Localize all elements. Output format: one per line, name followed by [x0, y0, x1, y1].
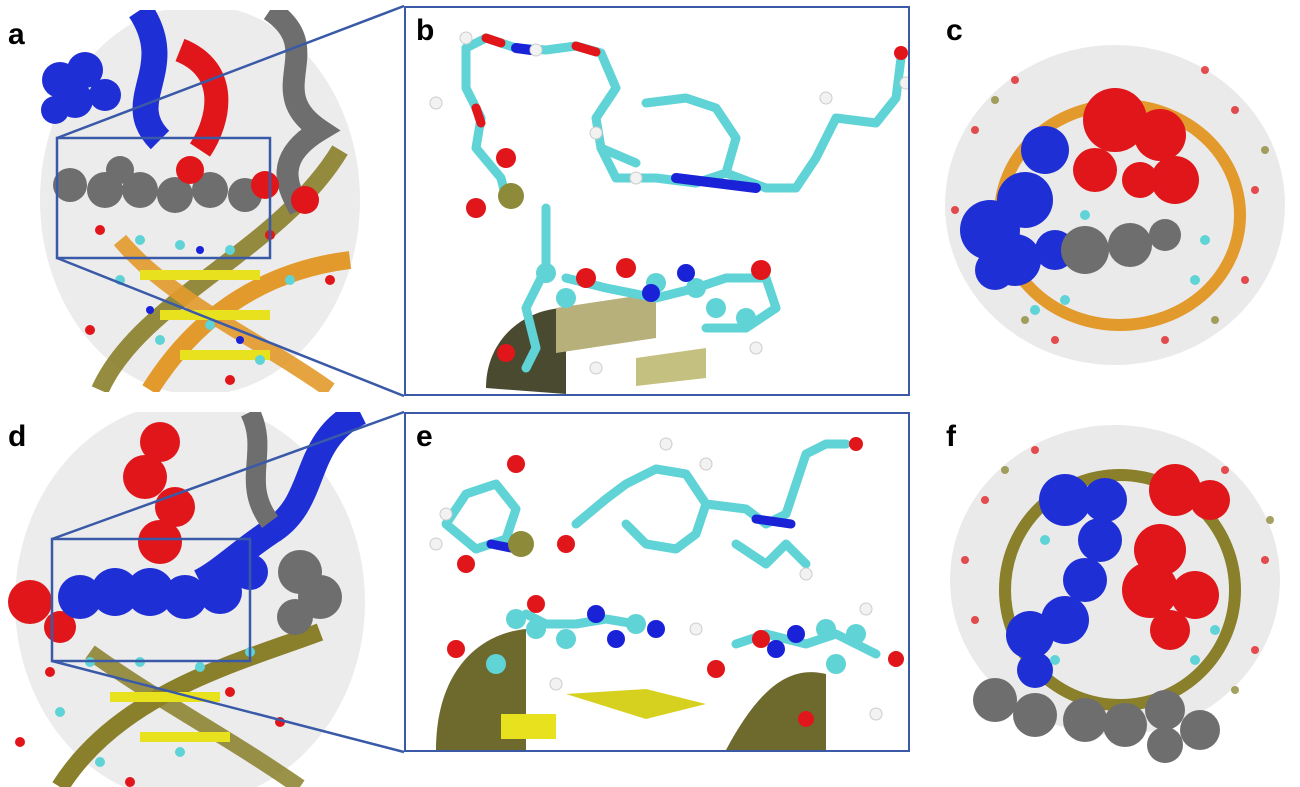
panel-d-image: [0, 412, 370, 787]
panel-label-b: b: [416, 14, 435, 47]
panel-label-c: c: [946, 14, 963, 47]
panel-label-d: d: [8, 420, 27, 453]
panel-f-image: [935, 420, 1290, 780]
panel-label-e: e: [416, 420, 433, 453]
panel-label-f: f: [946, 420, 956, 453]
panel-label-a: a: [8, 18, 25, 51]
panel-e-image: [404, 412, 910, 752]
panel-c-image: [935, 40, 1290, 370]
panel-b-image: [404, 6, 910, 396]
panel-a-image: [30, 10, 370, 392]
